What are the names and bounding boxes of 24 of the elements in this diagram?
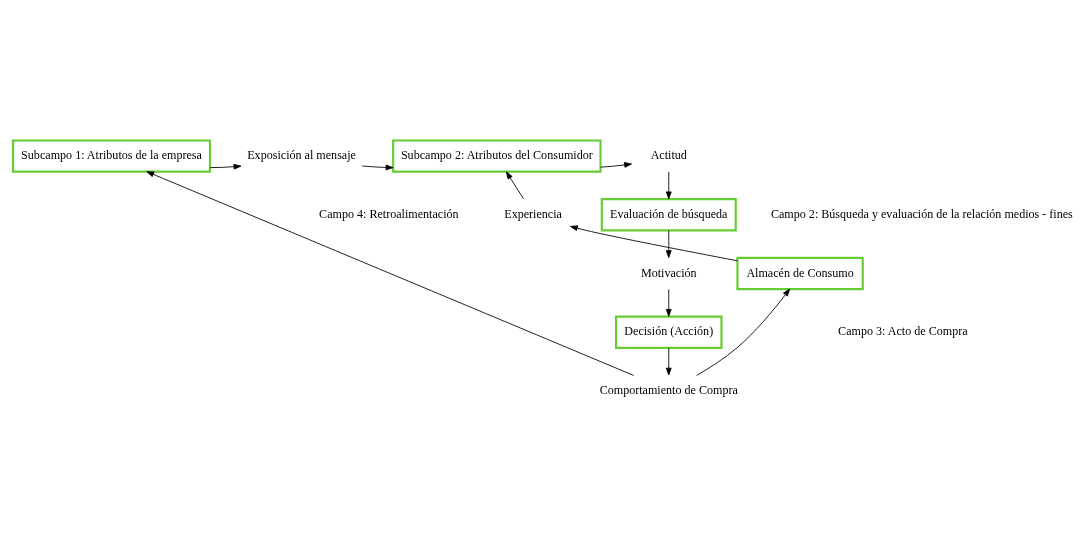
node-text: Exposición al mensaje — [247, 148, 356, 163]
label: Campo 2: Búsqueda y evaluación de la relación medios - fines — [770, 206, 1073, 221]
label: Campo 4: Retroalimentación — [319, 206, 459, 221]
arrow — [665, 230, 672, 258]
arrow — [146, 171, 635, 376]
arrow — [665, 347, 672, 376]
arrow — [209, 163, 242, 170]
node-text: Motivación — [640, 265, 697, 280]
arrow — [505, 171, 524, 200]
node-box: Almacén de Consumo — [736, 256, 864, 291]
arrow — [665, 171, 672, 200]
arrow — [570, 225, 738, 262]
arrow — [696, 288, 791, 376]
label: Campo 3: Acto de Compra — [838, 324, 968, 339]
node-text: Comportamiento de Compra — [599, 383, 738, 398]
node-text: Actitud — [650, 148, 687, 163]
arrow — [361, 164, 394, 171]
node-box: Decisión (Acción) — [614, 315, 723, 349]
arrow — [665, 288, 672, 317]
arrow — [600, 162, 632, 168]
node-box: Evaluación de búsqueda — [600, 198, 737, 232]
node-text: Experiencia — [504, 206, 562, 221]
node-box: Subcampo 2: Atributos del Consumidor — [392, 139, 602, 173]
node-box: Subcampo 1: Atributos de la empresa — [11, 139, 212, 173]
